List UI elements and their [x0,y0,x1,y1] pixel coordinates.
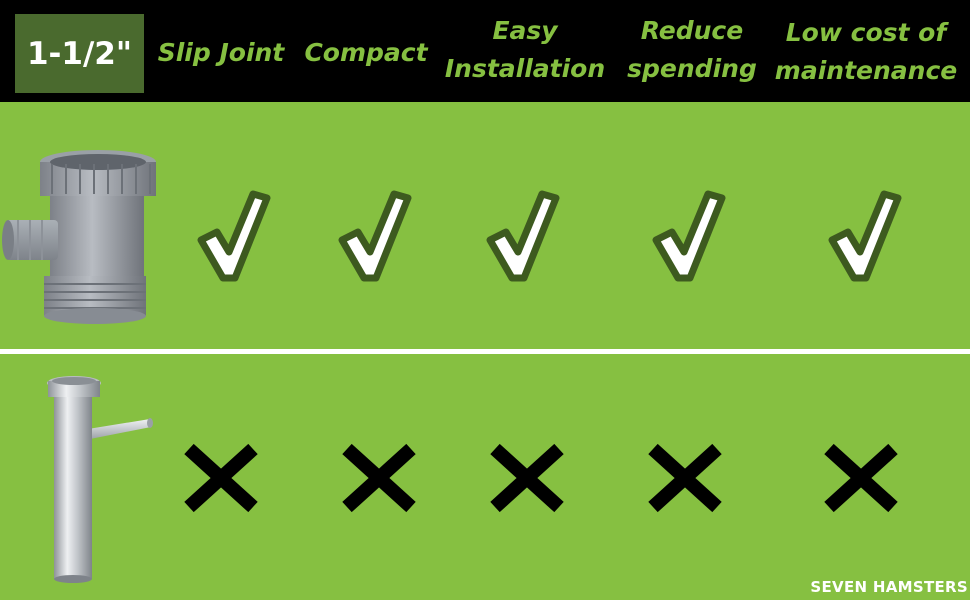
column-header-line: Compact [304,38,428,67]
check-icon [648,188,728,284]
brand-label: SEVEN HAMSTERS [810,578,968,596]
column-header-line: Installation [444,54,606,83]
column-header-line: Reduce [640,16,744,45]
column-header-line: Easy [492,16,558,45]
size-badge: 1-1/2" [15,14,144,93]
cross-icon [341,443,417,513]
cross-icon [823,443,899,513]
column-header-compact: Compact [300,34,432,72]
check-icon [482,188,562,284]
cross-icon [647,443,723,513]
row-divider [0,349,970,354]
tee-fitting-icon [0,148,165,328]
check-icon [824,188,904,284]
column-header-reduce-spending: Reduce spending [622,12,762,88]
header-bar: 1-1/2" Slip Joint Compact Easy Installat… [0,0,970,102]
column-header-line: maintenance [774,56,958,85]
tailpiece-pipe-icon [40,373,155,585]
column-header-line: Slip Joint [157,38,285,67]
check-icon [334,188,414,284]
cross-icon [183,443,259,513]
column-header-line: Low cost of [785,18,947,47]
column-header-low-cost-of-maintenance: Low cost of maintenance [770,14,962,90]
check-icon [193,188,273,284]
column-header-slip-joint: Slip Joint [156,34,286,72]
column-header-line: spending [627,54,757,83]
cross-icon [489,443,565,513]
column-header-easy-installation: Easy Installation [440,12,610,88]
